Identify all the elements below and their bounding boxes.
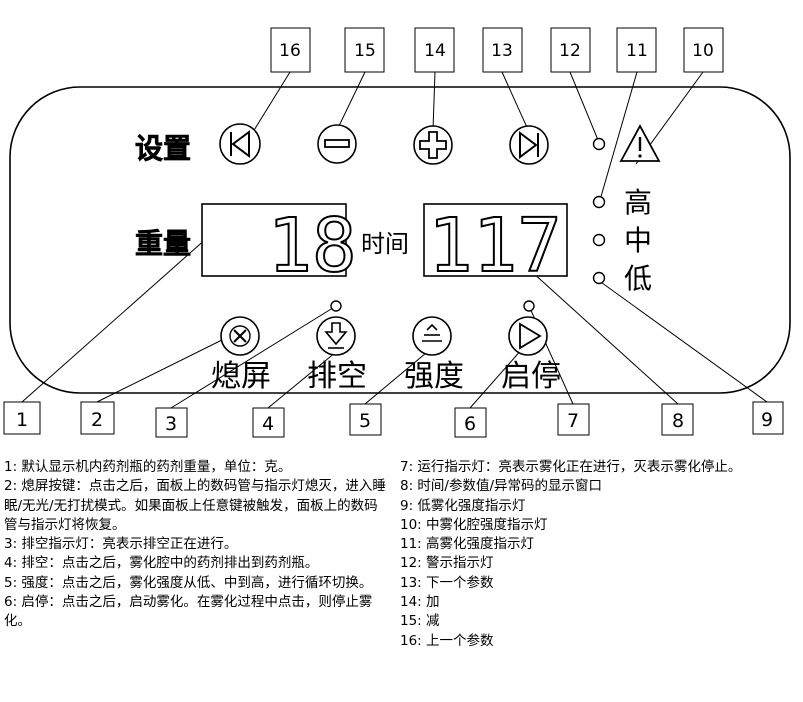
drain-button[interactable] (316, 316, 356, 356)
low-indicator-light (592, 271, 606, 285)
warning-indicator-light (592, 137, 606, 151)
intensity-icon (422, 323, 442, 342)
start-stop-button[interactable] (508, 316, 548, 356)
start-stop-label: 启停 (501, 359, 561, 394)
intensity-button[interactable] (412, 316, 452, 356)
skip-forward-icon (519, 131, 539, 159)
legend-item-11: 11: 高雾化强度指示灯 (400, 536, 535, 553)
callout-5: 5 (359, 410, 371, 432)
legend-item-6: 6: 启停：点击之后，启动雾化。在雾化过程中点击，则停止雾化。 (4, 594, 373, 630)
minus-button[interactable] (317, 124, 357, 164)
legend-item-16: 16: 上一个参数 (400, 632, 494, 649)
legend-right: 7: 运行指示灯：亮表示雾化正在进行，灭表示雾化停止。 8: 时间/参数值/异常… (400, 458, 800, 651)
legend-item-7: 7: 运行指示灯：亮表示雾化正在进行，灭表示雾化停止。 (400, 459, 742, 475)
level-low-label: 低 (624, 262, 652, 295)
prev-param-button[interactable] (219, 123, 261, 165)
screen-off-label: 熄屏 (211, 359, 271, 394)
weight-display-value: 18 (267, 203, 356, 289)
leader-lines (21, 71, 768, 409)
settings-label: 设置 (135, 132, 191, 165)
callout-9: 9 (761, 409, 773, 431)
legend-item-8: 8: 时间/参数值/异常码的显示窗口 (400, 478, 603, 495)
legend-item-10: 10: 中雾化腔强度指示灯 (400, 516, 548, 533)
callout-15: 15 (354, 41, 376, 61)
time-label: 时间 (361, 230, 409, 258)
play-icon (519, 322, 542, 350)
mid-indicator-light (592, 233, 606, 247)
callout-6: 6 (464, 413, 476, 435)
callouts-top (270, 27, 724, 73)
callout-7: 7 (567, 410, 579, 432)
level-high-label: 高 (624, 186, 652, 219)
callout-11: 11 (626, 41, 648, 61)
plus-button[interactable] (413, 125, 453, 165)
callouts-bottom (3, 401, 784, 438)
high-indicator-light (592, 195, 606, 209)
weight-label: 重量 (135, 227, 191, 260)
legend-item-14: 14: 加 (400, 594, 440, 611)
skip-back-icon (230, 130, 250, 158)
minus-icon (324, 139, 350, 148)
level-mid-label: 中 (624, 224, 652, 257)
x-circle-icon (229, 325, 251, 347)
callout-14: 14 (424, 41, 446, 61)
legend-item-12: 12: 警示指示灯 (400, 555, 494, 572)
intensity-label: 强度 (404, 359, 464, 394)
legend-item-15: 15: 减 (400, 613, 440, 630)
drain-label: 排空 (307, 359, 367, 394)
down-arrow-icon (324, 322, 348, 346)
callout-10: 10 (692, 41, 714, 61)
legend-item-1: 1: 默认显示机内药剂瓶的药剂重量，单位：克。 (4, 459, 292, 475)
legend-item-5: 5: 强度：点击之后，雾化强度从低、中到高，进行循环切换。 (4, 574, 373, 591)
legend-item-9: 9: 低雾化强度指示灯 (400, 497, 526, 514)
panel-outline (9, 86, 791, 394)
callout-8: 8 (672, 410, 684, 432)
next-param-button[interactable] (509, 125, 549, 165)
legend-item-13: 13: 下一个参数 (400, 574, 494, 591)
time-display-value: 117 (428, 203, 562, 289)
time-display-window (423, 203, 568, 277)
legend-item-2: 2: 熄屏按键：点击之后，面板上的数码管与指示灯熄灭，进入睡眠/无光/无打扰模式… (4, 478, 386, 533)
legend-item-4: 4: 排空：点击之后，雾化腔中的药剂排出到药剂瓶。 (4, 555, 319, 572)
callout-12: 12 (559, 41, 581, 61)
plus-icon (419, 131, 447, 159)
callout-4: 4 (262, 413, 274, 435)
legend-left: 1: 默认显示机内药剂瓶的药剂重量，单位：克。 2: 熄屏按键：点击之后，面板上… (4, 458, 389, 632)
legend-item-3: 3: 排空指示灯：亮表示排空正在进行。 (4, 536, 238, 553)
callout-3: 3 (165, 413, 177, 435)
callout-16: 16 (279, 41, 301, 61)
weight-display-window (201, 203, 347, 277)
screen-off-button[interactable] (220, 316, 260, 356)
run-indicator-light (523, 300, 535, 312)
warning-icon (619, 124, 661, 162)
callout-2: 2 (91, 409, 103, 431)
drain-indicator-light (330, 300, 342, 312)
callout-1: 1 (16, 409, 28, 431)
callout-13: 13 (491, 41, 513, 61)
control-panel-diagram: 16 15 14 13 12 11 10 1 2 3 4 5 6 7 8 9 设… (3, 27, 791, 438)
